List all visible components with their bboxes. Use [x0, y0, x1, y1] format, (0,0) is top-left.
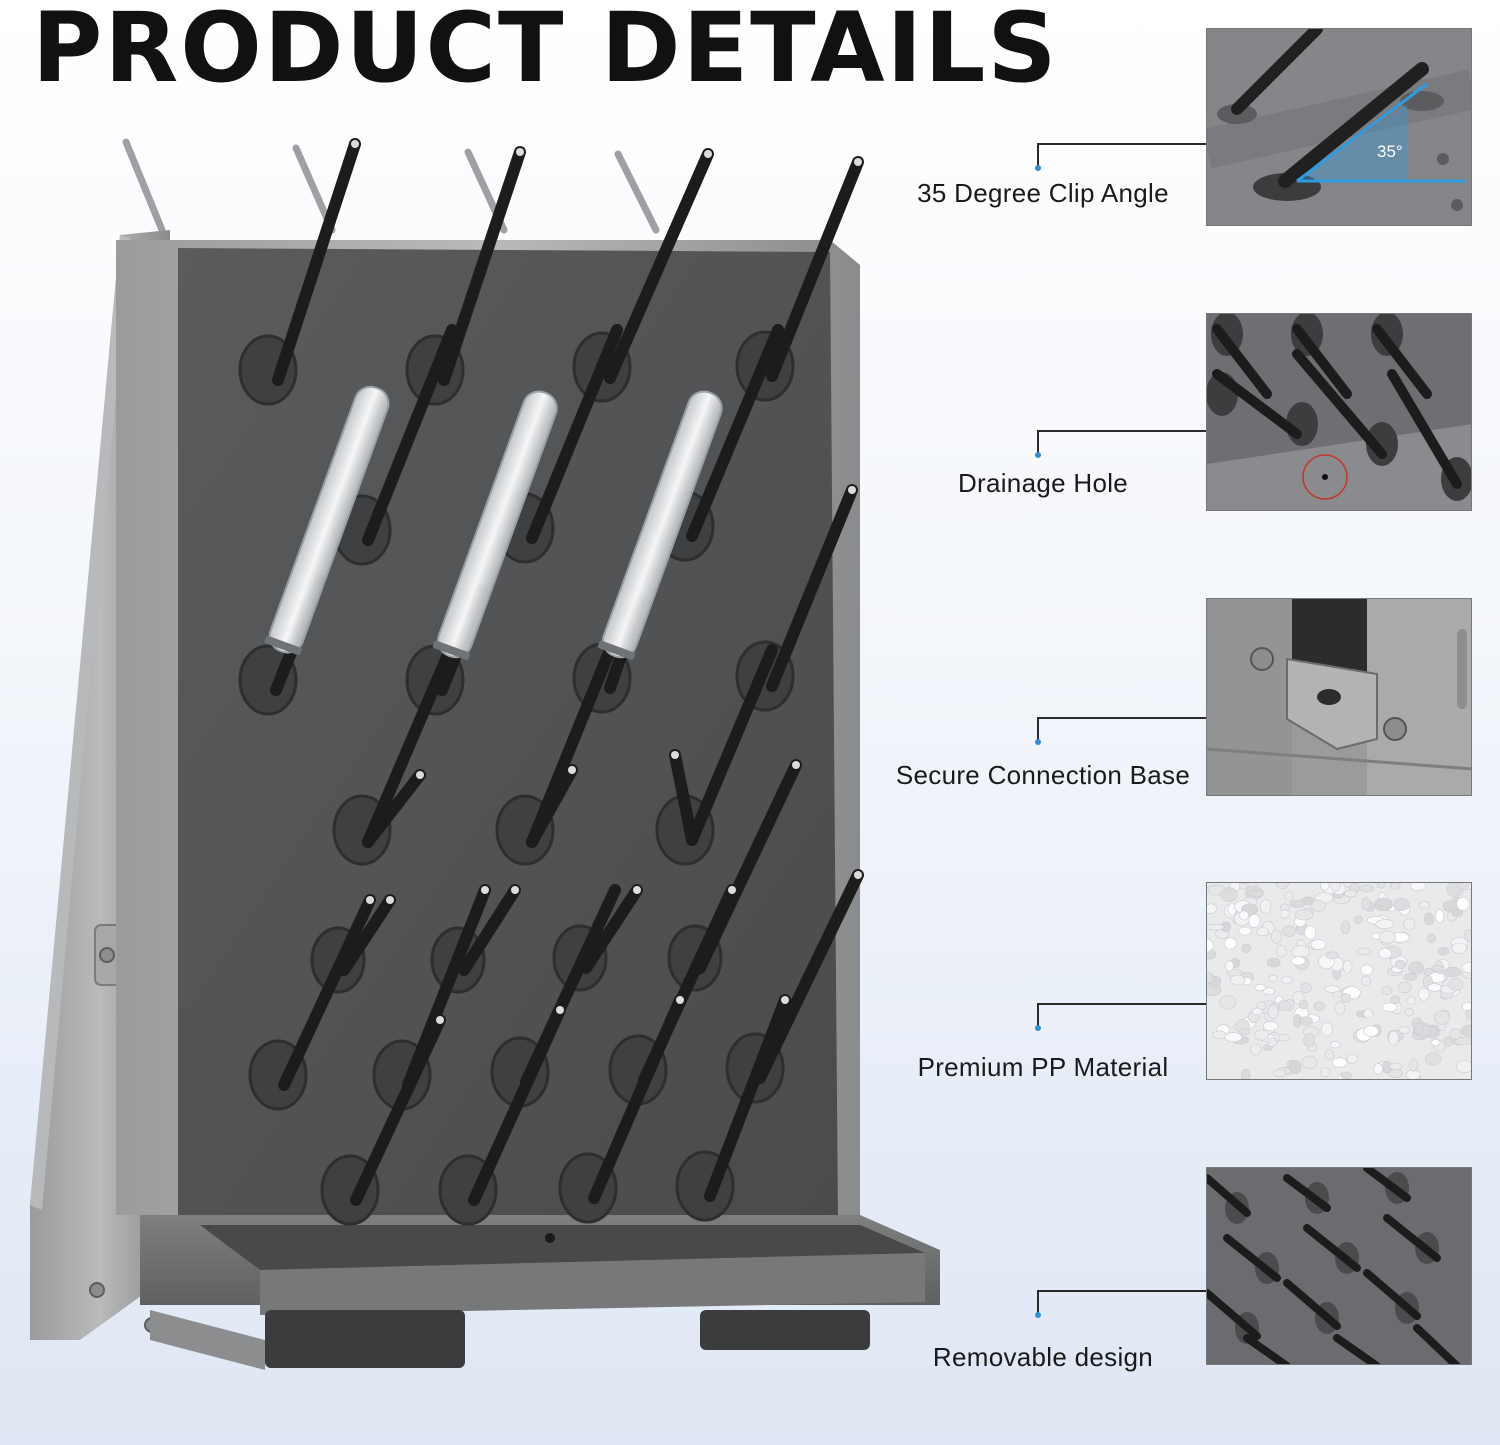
leader-line	[1035, 1003, 1206, 1031]
feature-pp-material: Premium PP Material	[870, 882, 1500, 1082]
leader-line	[1035, 143, 1206, 171]
feature-connection-base: Secure Connection Base	[870, 598, 1500, 798]
leader-line	[1035, 430, 1206, 458]
feature-label: Premium PP Material	[917, 1052, 1169, 1082]
leader-line	[1035, 1290, 1206, 1318]
feature-label: Drainage Hole	[957, 468, 1129, 498]
angle-closeup-image: 35°	[1206, 28, 1472, 226]
feature-removable-design: Removable design	[870, 1167, 1500, 1372]
connection-closeup-image	[1206, 598, 1472, 796]
feature-clip-angle: 35 Degree Clip Angle 35°	[870, 28, 1500, 228]
feature-label: Removable design	[932, 1342, 1154, 1372]
pegs-closeup-image	[1206, 1167, 1472, 1365]
leader-line	[1035, 717, 1206, 745]
drying-rack-image	[30, 138, 940, 1370]
drainage-closeup-image	[1206, 313, 1472, 511]
feature-label: 35 Degree Clip Angle	[917, 178, 1169, 208]
page-title: PRODUCT DETAILS	[32, 0, 1059, 104]
angle-annotation: 35°	[1377, 142, 1403, 161]
feature-label: Secure Connection Base	[895, 760, 1191, 790]
feature-drainage-hole: Drainage Hole	[870, 313, 1500, 513]
pp-pellets-image	[1206, 882, 1472, 1080]
